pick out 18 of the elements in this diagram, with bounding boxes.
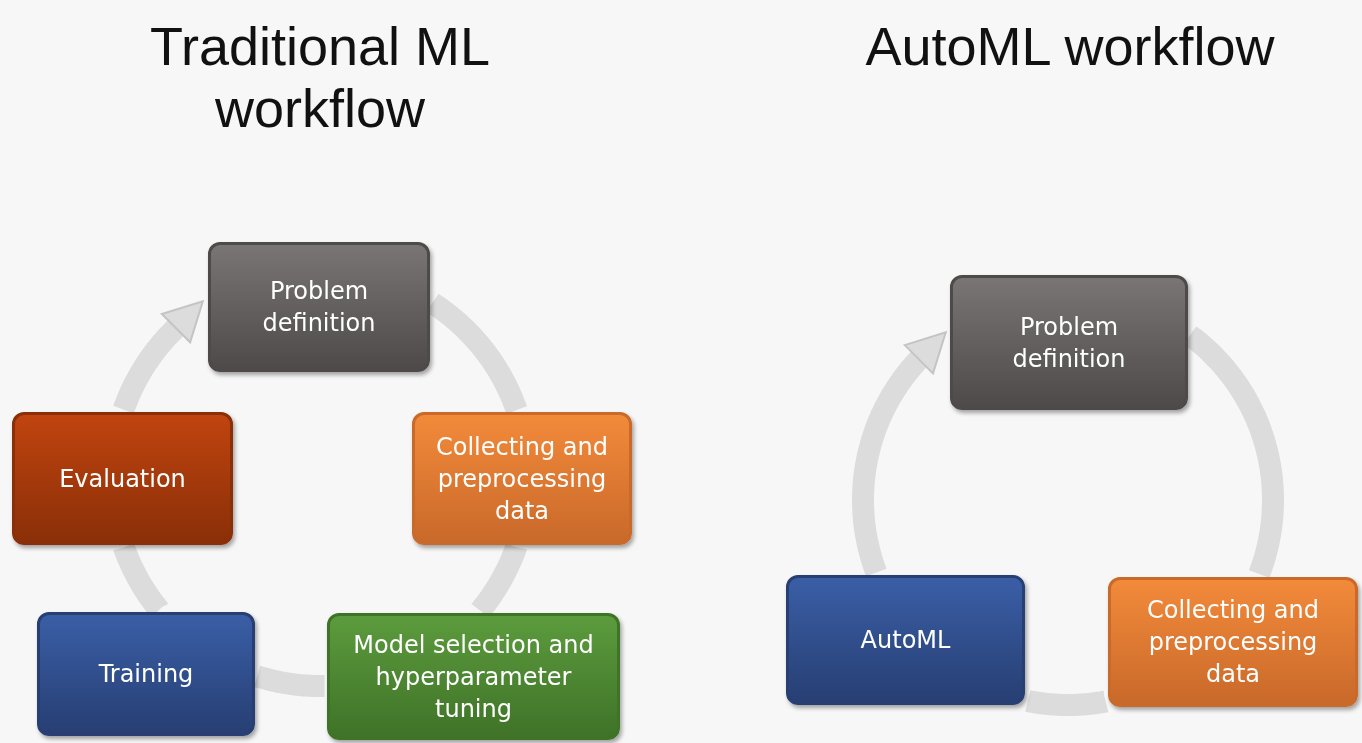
process-box xyxy=(1108,577,1358,707)
step-label: Problem definition xyxy=(261,276,377,339)
process-box xyxy=(950,275,1188,410)
process-box xyxy=(412,412,632,545)
step-label: AutoML xyxy=(860,625,951,656)
step-label: Evaluation xyxy=(59,463,186,495)
step-label: Collecting and preprocessing data xyxy=(1145,595,1320,690)
process-box xyxy=(208,242,430,372)
process-box xyxy=(327,613,620,740)
process-box xyxy=(12,412,233,545)
workflow-title: AutoML workflow xyxy=(864,15,1276,77)
step-label: Collecting and preprocessing data xyxy=(434,431,609,527)
step-label: Problem definition xyxy=(1011,311,1127,375)
process-box xyxy=(786,575,1025,705)
step-label: Training xyxy=(98,659,194,690)
workflow-title: Traditional ML workflow xyxy=(148,15,492,139)
step-label: Model selection and hyperparameter tuning xyxy=(352,629,595,725)
process-box xyxy=(37,612,255,736)
